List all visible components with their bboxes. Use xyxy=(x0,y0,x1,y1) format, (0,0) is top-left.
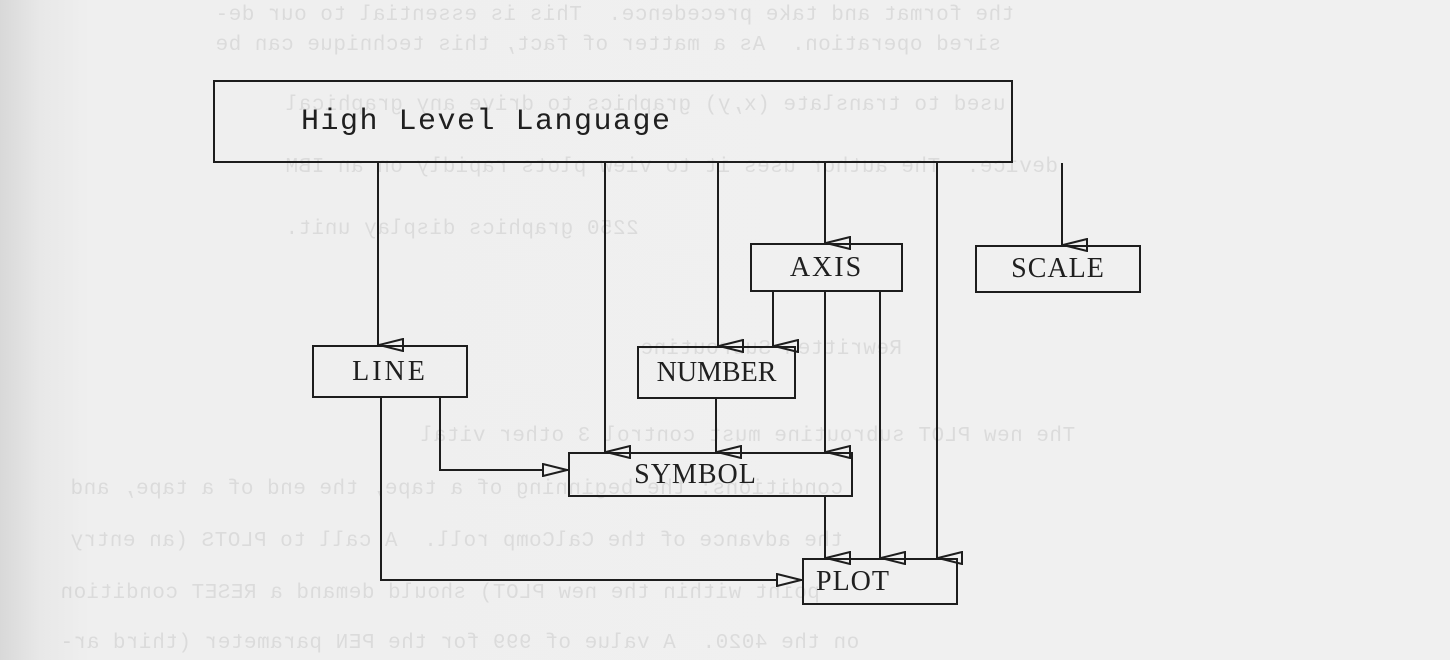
node-label: LINE xyxy=(352,355,428,387)
node-label: AXIS xyxy=(789,251,864,283)
node-label: SYMBOL xyxy=(634,458,757,490)
node-symbol: SYMBOL xyxy=(568,452,853,497)
node-label: SCALE xyxy=(1011,253,1105,284)
node-number: NUMBER xyxy=(637,346,796,399)
node-label: NUMBER xyxy=(656,356,777,388)
edge-line-symbol xyxy=(439,398,568,470)
node-scale: SCALE xyxy=(975,245,1141,293)
node-line: LINE xyxy=(312,345,468,398)
node-axis: AXIS xyxy=(750,243,903,292)
node-label: High Level Language xyxy=(301,104,672,139)
edge-line-plot xyxy=(380,398,802,580)
node-high-level-language: High Level Language xyxy=(213,80,1013,163)
node-label: PLOT xyxy=(816,565,890,597)
node-plot: PLOT xyxy=(802,558,958,605)
